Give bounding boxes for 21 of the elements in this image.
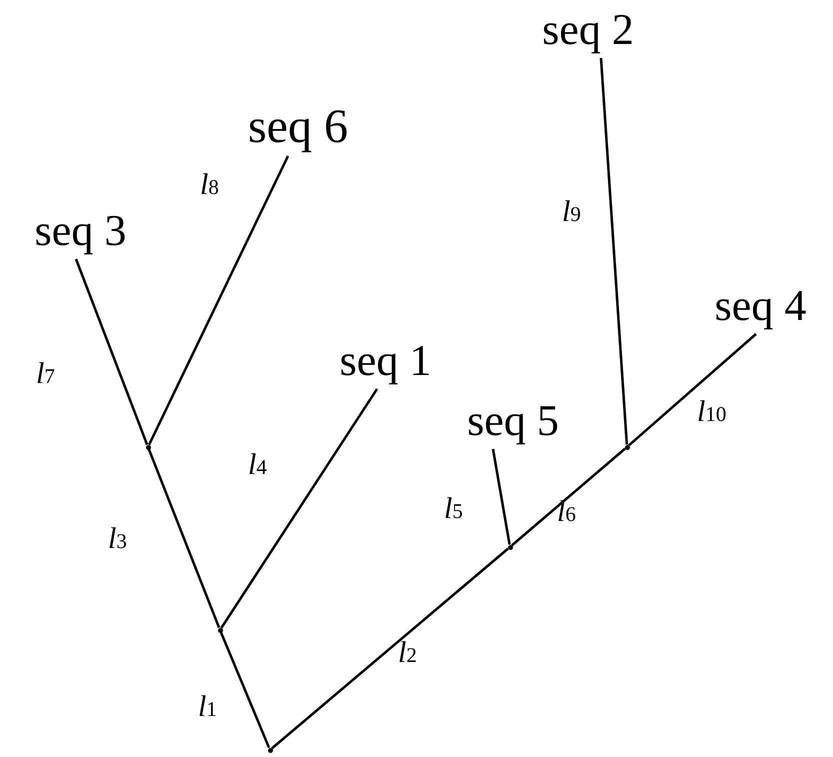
branch-line <box>220 388 378 629</box>
branch-node <box>508 544 512 550</box>
branch-line <box>492 448 511 545</box>
sequence-label: seq 1 <box>318 333 453 389</box>
branch-node <box>624 444 630 450</box>
branch-line <box>148 155 290 446</box>
branch-line <box>628 333 757 446</box>
branch-node <box>268 748 272 752</box>
sequence-label: seq 6 <box>228 98 368 156</box>
sequence-label: seq 5 <box>448 393 578 449</box>
branch-line <box>220 632 270 748</box>
sequence-label: seq 2 <box>528 2 648 58</box>
branch-line <box>148 448 220 628</box>
branch-line <box>74 258 148 446</box>
branch-node <box>146 444 150 450</box>
branch-line <box>511 448 626 546</box>
sequence-label: seq 3 <box>13 203 148 259</box>
sequence-label: seq 4 <box>693 278 828 334</box>
branch-line <box>271 548 509 750</box>
branch-line <box>600 58 628 445</box>
branch-node <box>218 628 222 632</box>
